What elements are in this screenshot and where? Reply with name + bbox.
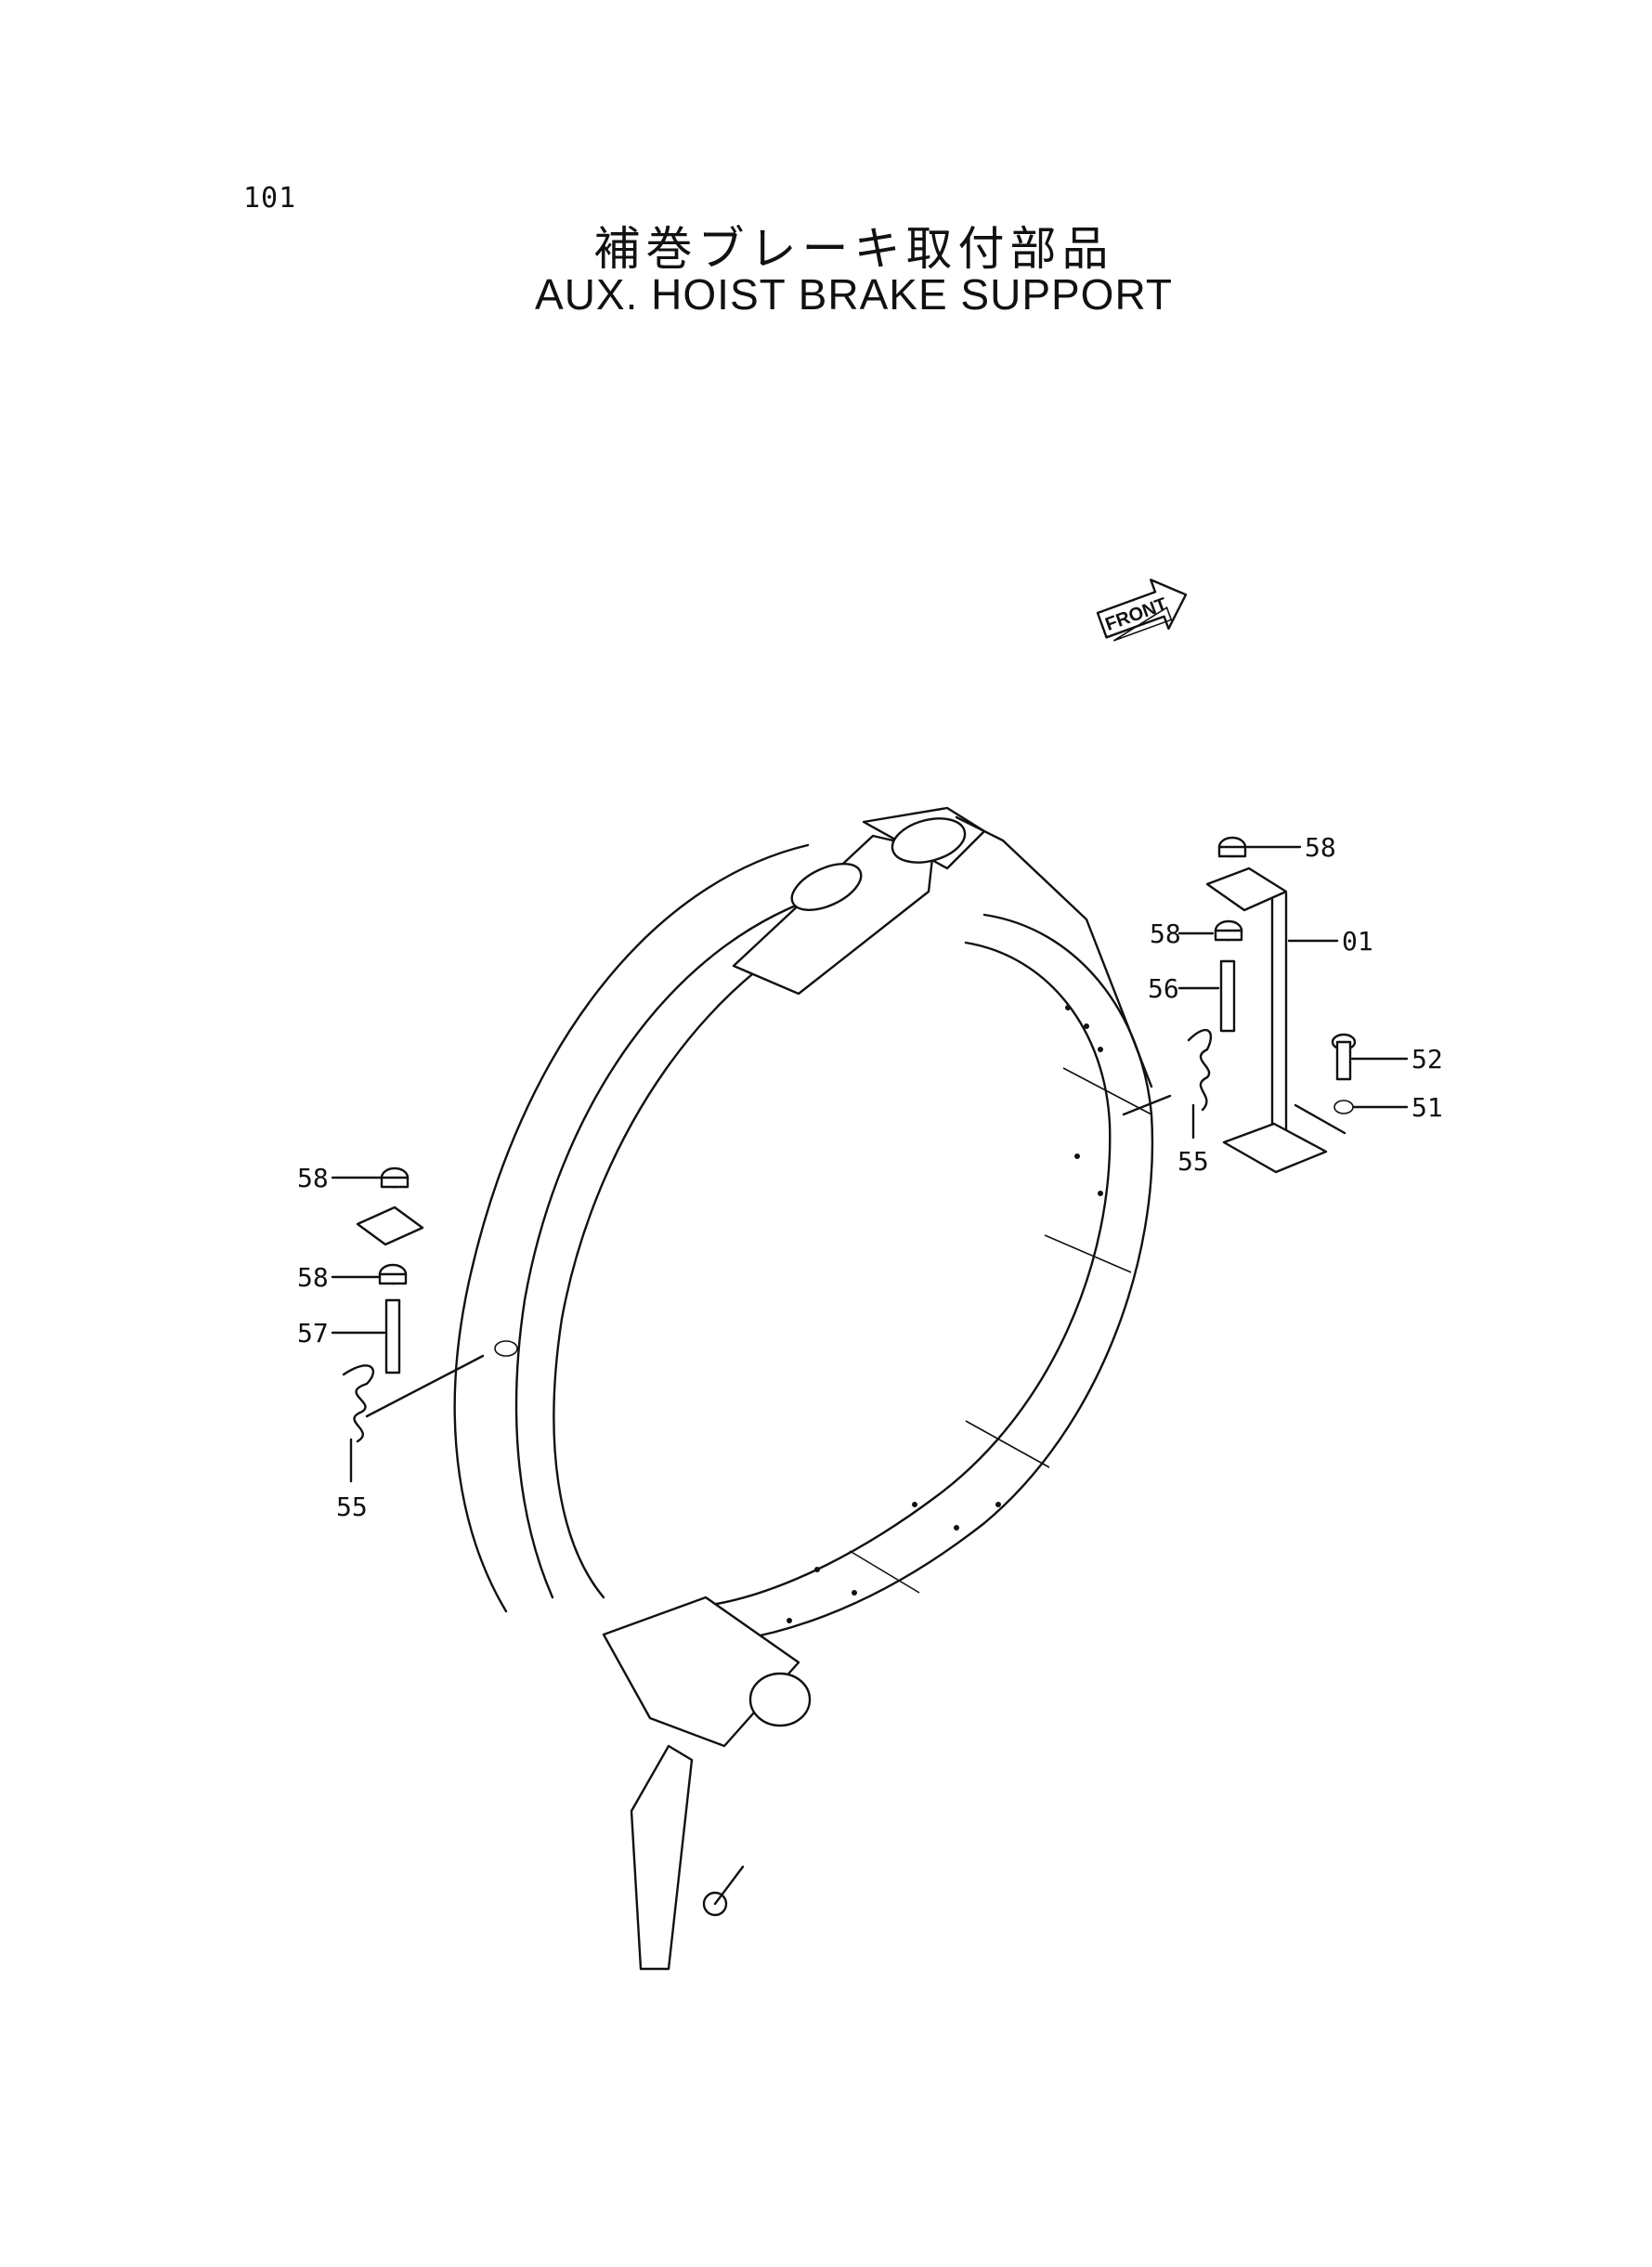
callout-57: 57 [297, 1318, 329, 1348]
title-english: AUX. HOIST BRAKE SUPPORT [535, 270, 1173, 319]
callout-51: 51 [1411, 1092, 1443, 1123]
brake-band [453, 806, 1154, 1971]
callout-56: 56 [1148, 973, 1179, 1004]
spring-55-right [1187, 1029, 1213, 1112]
callout-58-mid-left: 58 [297, 1262, 329, 1293]
nut-58-mid-right [1214, 919, 1243, 942]
washer-51 [1333, 1100, 1354, 1114]
callout-58-top-left: 58 [297, 1163, 329, 1193]
callouts: 58 58 01 56 52 51 55 58 58 57 55 [297, 832, 1443, 1522]
washer-plate-left [356, 1205, 424, 1246]
nut-58-mid-left [378, 1263, 408, 1285]
callout-55-left: 55 [336, 1492, 368, 1522]
nut-58-top-right [1217, 836, 1247, 858]
bolt-52 [1331, 1033, 1357, 1081]
stud-57 [384, 1298, 401, 1375]
page-number: 101 [243, 182, 297, 215]
title-japanese: 補巻ブレーキ取付部品 [593, 222, 1114, 276]
callout-58-top-right: 58 [1305, 832, 1336, 863]
callout-01: 01 [1342, 926, 1373, 957]
stud-56 [1219, 959, 1236, 1033]
callout-52: 52 [1411, 1044, 1443, 1075]
support-rod-01 [1205, 866, 1328, 1174]
spring-55-left [342, 1364, 375, 1443]
callout-58-mid-right: 58 [1150, 919, 1181, 949]
front-arrow-icon: FRONT [1096, 579, 1188, 642]
callout-55-right: 55 [1177, 1146, 1209, 1177]
nut-58-top-left [380, 1166, 410, 1189]
